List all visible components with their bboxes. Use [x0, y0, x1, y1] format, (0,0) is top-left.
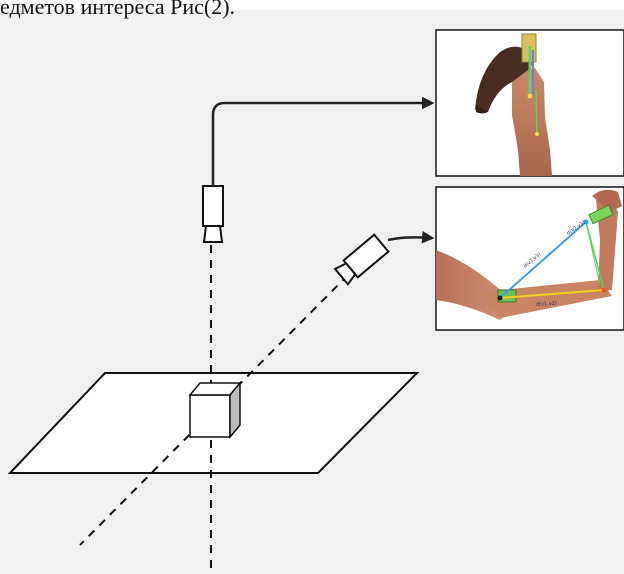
side-camera-ray: [79, 274, 349, 546]
side-camera-icon: [333, 233, 390, 286]
top-camera-icon: [202, 185, 224, 243]
distance-label-bottom: d(v1,v2): [536, 301, 557, 308]
caption-text: едметов интереса Рис(2).: [0, 0, 236, 19]
target-object-cube: [188, 380, 242, 440]
top-camera-photo: [435, 29, 624, 177]
side-camera-arrow: [387, 231, 435, 244]
side-camera-photo: d(v2,v3) d(v1,v3) d(v1,v2): [435, 186, 624, 331]
top-camera-arrow: [211, 96, 435, 186]
